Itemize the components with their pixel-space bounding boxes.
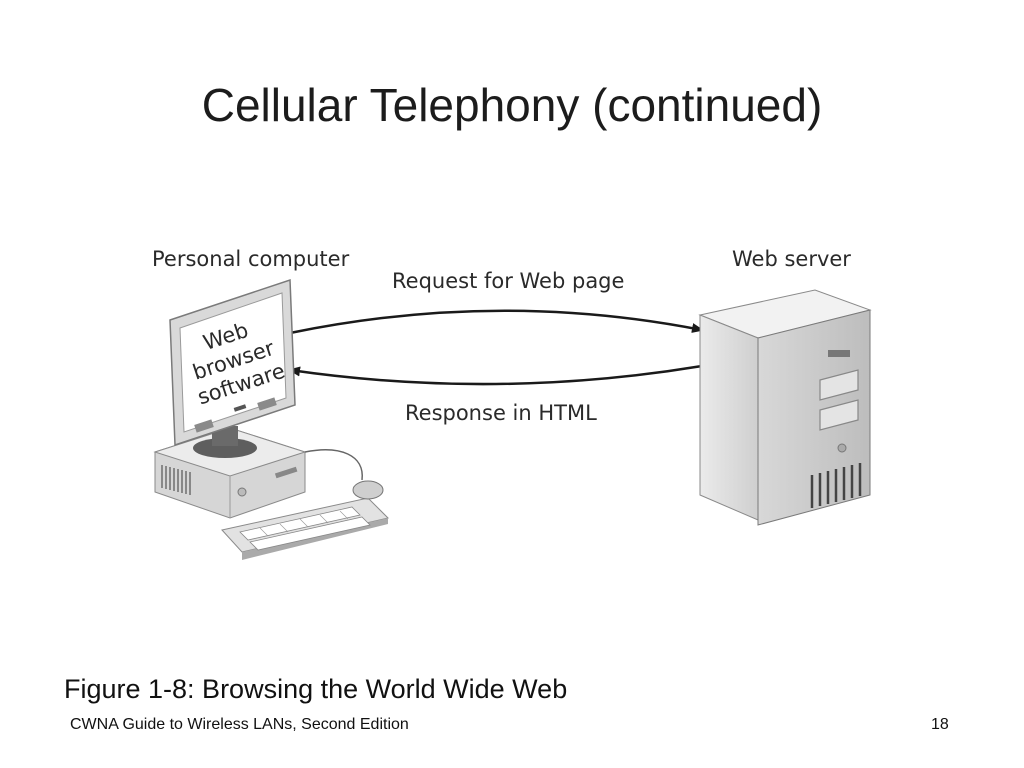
pc-label: Personal computer [152, 247, 350, 271]
response-label: Response in HTML [405, 401, 597, 425]
server-label: Web server [732, 247, 851, 271]
personal-computer: Web browser software [153, 278, 389, 560]
slide-title: Cellular Telephony (continued) [201, 79, 823, 131]
web-server [698, 289, 872, 526]
response-arrow [288, 364, 703, 386]
request-label: Request for Web page [392, 269, 624, 293]
figure-caption: Figure 1-8: Browsing the World Wide Web [64, 674, 568, 704]
web-browsing-diagram: Personal computer Web server Request for… [152, 247, 872, 560]
page-number: 18 [931, 716, 949, 733]
footer-text: CWNA Guide to Wireless LANs, Second Edit… [70, 716, 409, 733]
request-arrow [289, 309, 704, 335]
